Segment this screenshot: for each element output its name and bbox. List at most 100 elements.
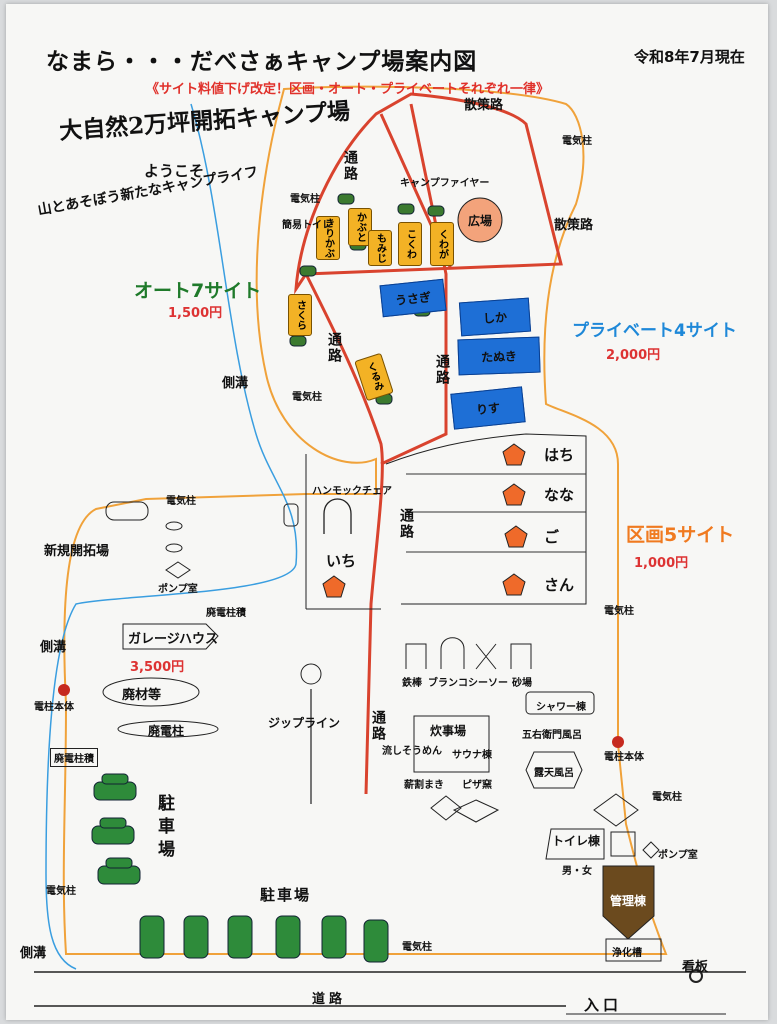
cars: [91, 773, 389, 963]
old-pole-stack-label: 廃電柱積: [50, 748, 98, 767]
utility-dot: [612, 736, 624, 748]
auto-area-label: オート7サイト: [134, 280, 262, 302]
pentagons: [322, 443, 528, 598]
plaza-label: 広場: [468, 214, 493, 228]
pump-label: ポンプ室: [658, 850, 698, 861]
diamond: [430, 795, 462, 821]
sign-post: [689, 969, 703, 983]
lumber-oval: [102, 677, 200, 707]
simple-toilet-label: 簡易トイレ: [282, 220, 332, 231]
pump-label: ポンプ室: [158, 584, 198, 595]
pizza-label: ピザ窯: [462, 780, 492, 791]
diamond: [452, 799, 500, 823]
pole-label: 電気柱: [46, 886, 76, 897]
utility-label: 電柱本体: [604, 752, 644, 763]
page-title: なまら・・・だべさぁキャンプ場案内図: [46, 49, 478, 75]
map-lines: [34, 85, 746, 1015]
iron-bar-label: 鉄棒: [402, 678, 422, 689]
pole-label: 電気柱: [604, 606, 634, 617]
zipline-head: [300, 663, 322, 685]
section-site-hachi[interactable]: はち: [544, 446, 575, 464]
pillar: [283, 503, 299, 527]
firewood-label: 薪割まき: [404, 780, 444, 791]
pole-label: 電気柱: [166, 496, 196, 507]
garage-label: ガレージハウス: [128, 632, 218, 647]
site-sakura[interactable]: さくら: [288, 294, 312, 336]
garage-price: 3,500円: [130, 660, 185, 675]
swing-label: ブランコ: [428, 678, 468, 689]
sign-label: 看板: [682, 960, 709, 975]
walk-path-label: 散策路: [554, 218, 594, 233]
ditch-label: 側溝: [20, 946, 47, 961]
walk-path-label: 散策路: [464, 98, 504, 113]
ditch-label: 側溝: [40, 640, 67, 655]
garage-shape: [122, 623, 219, 650]
section-area-price: 1,000円: [634, 556, 689, 571]
camp-map: なまら・・・だべさぁキャンプ場案内図 令和8年7月現在 《サイト料値下げ改定！区…: [6, 4, 768, 1020]
hammock-label: ハンモックチェア: [312, 486, 392, 497]
diamond: [593, 793, 639, 827]
road-label: 通路: [370, 710, 386, 742]
road-label: 通路: [326, 332, 342, 364]
site-risu[interactable]: りす: [450, 386, 526, 430]
outdoor-bath-label: 露天風呂: [534, 768, 574, 779]
seesaw: [475, 643, 497, 670]
welcome-text: ようこそ: [144, 162, 205, 180]
parking-label: 駐車場: [260, 886, 312, 904]
pole-label: 電気柱: [652, 792, 682, 803]
hammock-chair: [323, 498, 352, 534]
site-shika[interactable]: しか: [458, 297, 532, 337]
section-area-label: 区画5サイト: [626, 524, 735, 546]
kitchen-label: 炊事場: [430, 724, 467, 738]
walking-path: [62, 85, 668, 955]
sandbox-label: 砂場: [512, 678, 532, 689]
pole-label: 電気柱: [402, 942, 432, 953]
seesaw-label: シーソー: [468, 678, 508, 689]
street-label: 道路: [312, 992, 347, 1007]
site-kuwaga[interactable]: くわが: [430, 222, 454, 266]
site-tanuki[interactable]: たぬき: [457, 336, 541, 376]
toilet-label: トイレ棟: [552, 834, 601, 848]
site-kirikabu[interactable]: きりかぶ: [316, 216, 340, 260]
shower-box: [525, 691, 595, 715]
campfire-label: キャンプファイヤー: [400, 178, 490, 189]
old-pole-label: 廃電柱: [148, 724, 185, 738]
site-usagi[interactable]: うさぎ: [379, 278, 447, 318]
ditch-label: 側溝: [222, 376, 249, 391]
iron-bar: [405, 643, 427, 669]
septic-box: [605, 938, 662, 962]
section-site-go[interactable]: ご: [544, 528, 560, 546]
pole-label: 電気柱: [290, 194, 320, 205]
pump-diamond: [165, 561, 191, 579]
new-area-label: 新規開拓場: [44, 544, 110, 559]
sandbox: [510, 643, 532, 669]
notice-banner: 《サイト料値下げ改定！区画・オート・プライベートそれぞれ一律》: [146, 82, 550, 97]
office-building: [602, 865, 655, 940]
section-site-ichi[interactable]: いち: [326, 552, 357, 570]
pole-label: 電気柱: [562, 136, 592, 147]
swing: [440, 637, 465, 669]
auto-area-price: 1,500円: [168, 306, 223, 321]
section-site-nana[interactable]: なな: [544, 486, 575, 504]
section-site-san[interactable]: さん: [544, 576, 575, 594]
old-pole-oval: [117, 720, 219, 738]
pole-label: 電気柱: [292, 392, 322, 403]
parking-label-vertical: 駐車場: [154, 794, 174, 863]
old-pole-stack-label: 廃電柱積: [206, 608, 246, 619]
road-east: [380, 103, 448, 466]
road-loop: [294, 92, 563, 295]
new-area-shape: [105, 501, 149, 521]
toilet-sub-label: 男・女: [562, 866, 592, 877]
date-label: 令和8年7月現在: [634, 48, 745, 66]
toilet-shape: [545, 828, 605, 860]
septic-label: 浄化槽: [612, 948, 642, 959]
kitchen-box: [413, 715, 490, 773]
office-label: 管理棟: [610, 894, 647, 908]
plaza-circle: [457, 197, 503, 243]
lumber-label: 廃材等: [122, 688, 162, 703]
water-label: 流しそうめん: [382, 746, 442, 757]
site-kokuwa[interactable]: こくわ: [398, 222, 422, 266]
shower-label: シャワー棟: [536, 702, 586, 713]
ditch-line: [45, 103, 298, 970]
site-momiji[interactable]: もみじ: [368, 230, 392, 266]
